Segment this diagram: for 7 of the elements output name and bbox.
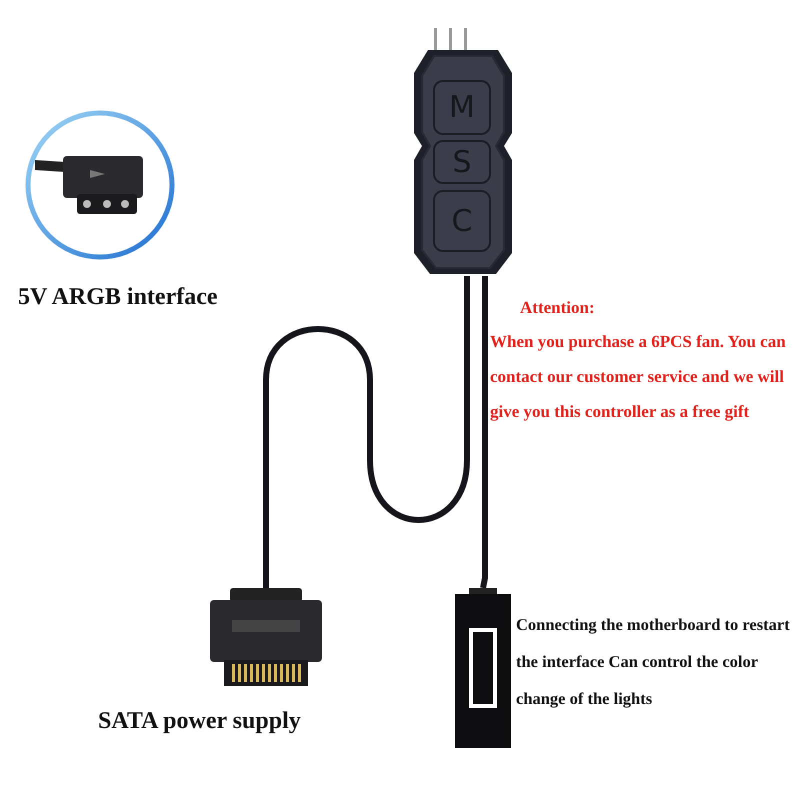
note: When you purchase a 6PCS fan. You can contact our customer service and we will give you this controller as a free gift	[490, 331, 787, 423]
node-label: SATA power supply	[98, 707, 302, 736]
heading: Attention:	[520, 297, 596, 319]
cable	[480, 276, 488, 589]
cable	[263, 276, 470, 588]
node-label: 5V ARGB interface	[18, 283, 219, 312]
node-label: Connecting the motherboard to restart the interface Can control the color change of the lights	[516, 614, 791, 710]
